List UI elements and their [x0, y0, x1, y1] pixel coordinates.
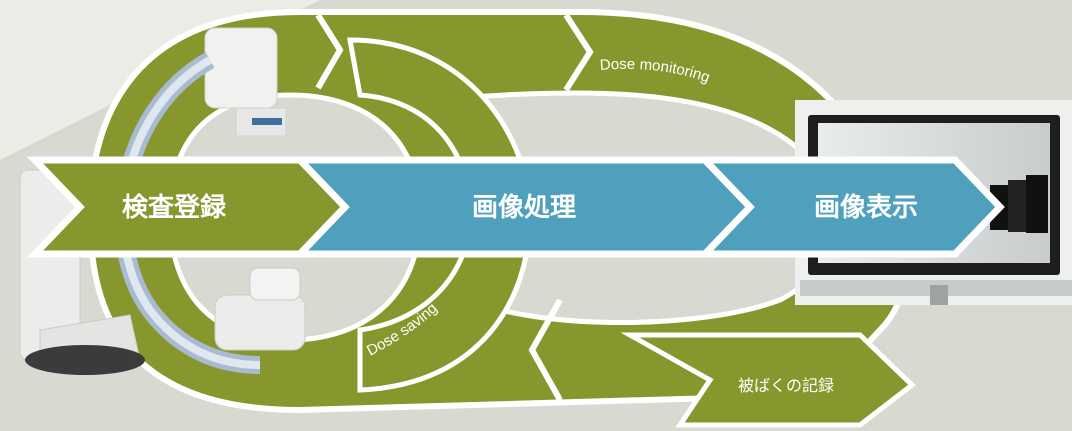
c-arm-highlight — [119, 56, 261, 369]
pedestal-base — [25, 345, 145, 375]
x-ray-c-arm-image — [19, 27, 306, 375]
loop-chevron-2 — [563, 13, 594, 92]
step-processing-label: 画像処理 — [472, 193, 576, 223]
exposure-record-label: 被ばくの記録 — [738, 377, 834, 395]
workflow-steps: 検査登録 画像処理 画像表示 — [26, 156, 1005, 258]
step-registration-label: 検査登録 — [122, 192, 227, 223]
detector-top — [204, 27, 278, 109]
step-display-shape — [696, 156, 1005, 258]
exposure-record-arrow: 被ばくの記録 — [620, 332, 916, 428]
step-display-label: 画像表示 — [814, 193, 918, 223]
tube-collimator — [249, 267, 301, 301]
monitor-mount — [930, 285, 948, 305]
detector-controls — [252, 118, 282, 125]
loop-chevron-3 — [528, 298, 563, 402]
monitor-panel-2 — [1008, 180, 1030, 232]
monitor-panel-3 — [1026, 175, 1048, 233]
loop-chevron-1 — [315, 13, 344, 90]
tube-head — [214, 294, 306, 351]
exposure-record-shape — [620, 332, 916, 428]
